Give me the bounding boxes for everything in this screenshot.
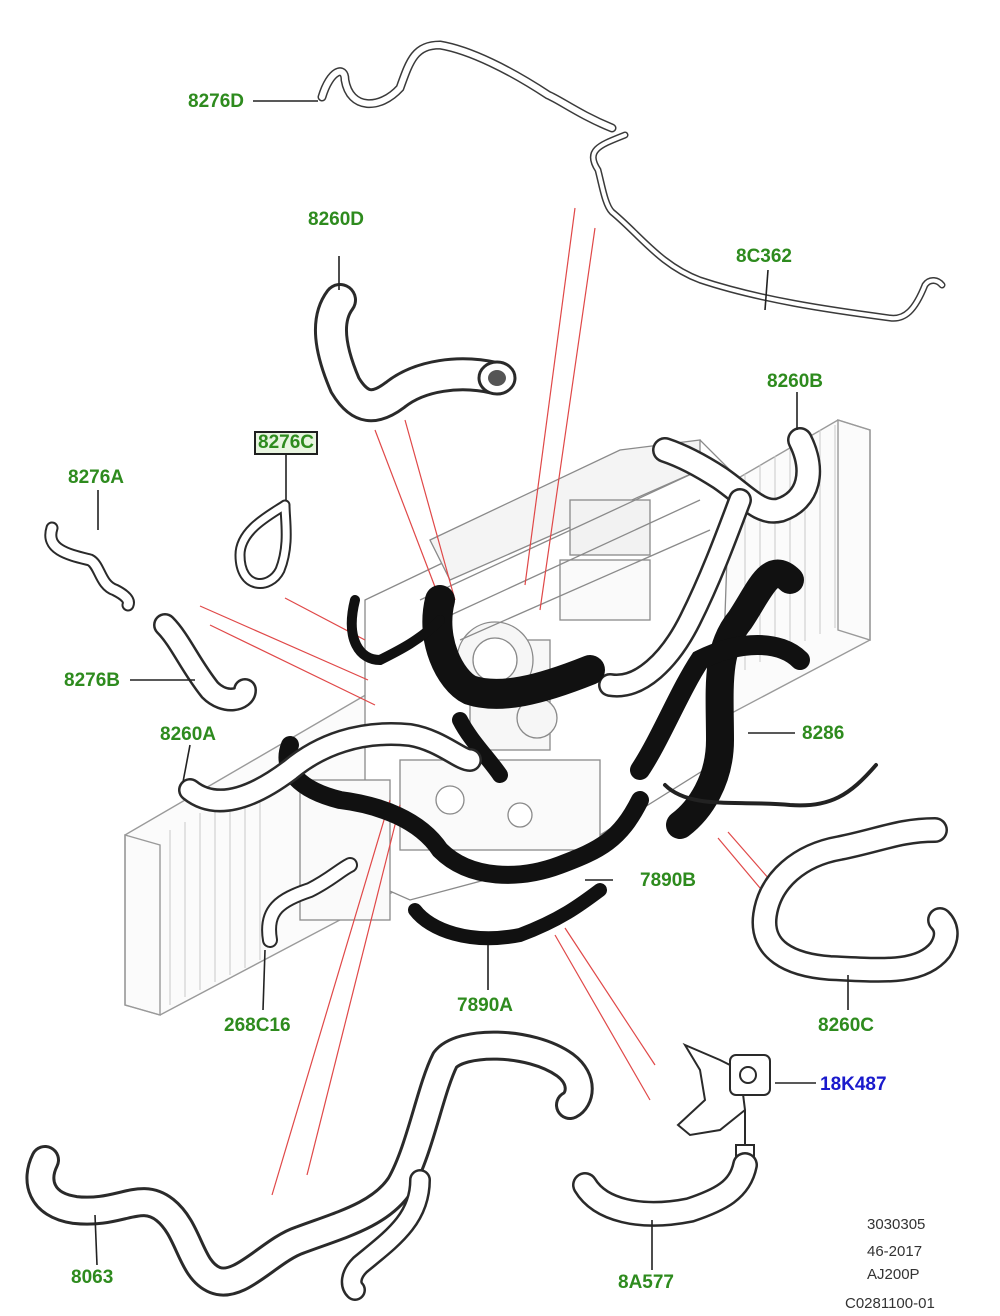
reference-line-3: AJ200P (867, 1266, 920, 1283)
part-label-268C16[interactable]: 268C16 (224, 1015, 291, 1036)
pipe-8276D (317, 40, 617, 133)
hose-8A577 (572, 1152, 758, 1227)
part-label-8260C[interactable]: 8260C (818, 1015, 874, 1036)
pipe-268C16 (261, 857, 358, 948)
leader-lines (94, 100, 849, 1270)
reference-line-2: 46-2017 (867, 1243, 923, 1260)
hose-8276B (153, 613, 257, 712)
part-label-8276C[interactable]: 8276C (254, 431, 318, 455)
callout-lines (199, 207, 771, 1196)
part-label-8286[interactable]: 8286 (802, 723, 845, 744)
hose-8063 (25, 1030, 594, 1301)
part-label-7890A[interactable]: 7890A (457, 995, 513, 1016)
part-label-8276D[interactable]: 8276D (188, 91, 244, 112)
reference-line-1: 3030305 (867, 1216, 926, 1233)
hose-8276A (44, 521, 135, 612)
reference-line-4: C0281100-01 (845, 1295, 935, 1312)
hose-7890-network (278, 585, 878, 946)
hose-8276C (234, 499, 292, 589)
valve-18K487 (676, 1042, 771, 1170)
part-label-8276B[interactable]: 8276B (64, 670, 120, 691)
part-label-8260D[interactable]: 8260D (308, 209, 364, 230)
part-label-7890B[interactable]: 7890B (640, 870, 696, 891)
pipe-8C362 (589, 131, 946, 322)
hose-8260D (313, 283, 517, 423)
hose-8286 (630, 559, 810, 839)
part-label-8063[interactable]: 8063 (71, 1267, 114, 1288)
part-label-8276A[interactable]: 8276A (68, 467, 124, 488)
part-label-8C362[interactable]: 8C362 (736, 246, 792, 267)
hose-8260C (751, 817, 959, 983)
part-label-18K487[interactable]: 18K487 (820, 1074, 887, 1095)
hose-8260A (178, 722, 482, 813)
hose-8260B (598, 427, 822, 698)
part-label-8A577[interactable]: 8A577 (618, 1272, 674, 1293)
part-label-8260B[interactable]: 8260B (767, 371, 823, 392)
part-label-8260A[interactable]: 8260A (160, 724, 216, 745)
